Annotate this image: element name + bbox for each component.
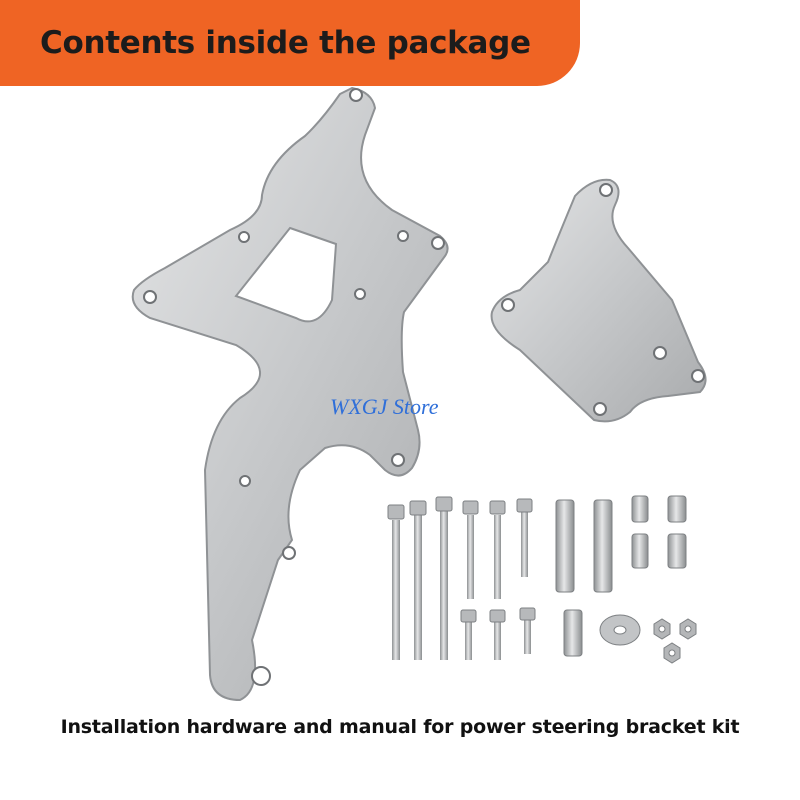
small-bracket-plate — [490, 178, 707, 423]
caption-text: Installation hardware and manual for pow… — [60, 716, 740, 738]
product-photo — [131, 86, 707, 702]
hardware-spacers — [555, 495, 687, 657]
hardware-washer-nuts — [599, 614, 697, 664]
hardware-bolts — [387, 496, 536, 660]
header-banner: Contents inside the package — [0, 0, 580, 86]
banner-title: Contents inside the package — [40, 25, 531, 61]
store-watermark: WXGJ Store — [330, 394, 439, 419]
large-bracket-plate — [131, 86, 449, 702]
